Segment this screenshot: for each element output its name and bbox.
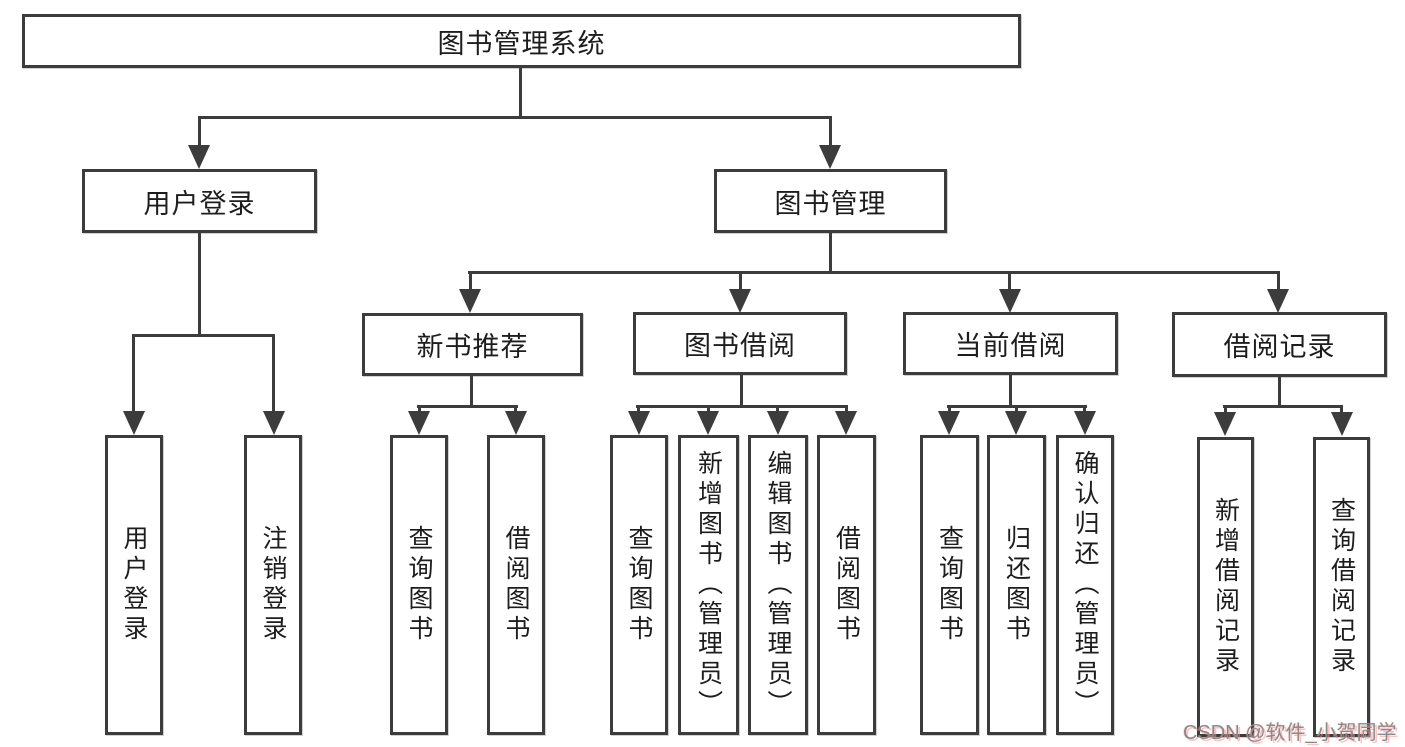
leaf-logout-label: 注销登录 (259, 525, 287, 645)
connector-line (417, 405, 518, 408)
node-current-borrowing: 当前借阅 (903, 312, 1118, 375)
node-book-borrowing-label: 图书借阅 (684, 331, 796, 361)
leaf-add-borrow-record-label: 新增借阅记录 (1211, 497, 1240, 677)
leaf-edit-books-admin-label: 编辑图书（管理员） (764, 450, 792, 720)
connector-line (468, 271, 1280, 274)
arrowhead-icon (1267, 289, 1289, 313)
leaf-query-books-current-label: 查询图书 (935, 525, 964, 645)
csdn-watermark: CSDN @软件_小贺同学 (1183, 722, 1397, 744)
arrowhead-icon (263, 411, 285, 435)
connector-line (470, 376, 473, 408)
leaf-query-borrow-record: 查询借阅记录 (1313, 437, 1370, 737)
leaf-user-login-label: 用户登录 (120, 525, 148, 645)
connector-line (776, 405, 779, 416)
leaf-edit-books-admin: 编辑图书（管理员） (748, 435, 808, 735)
connector-line (1008, 271, 1011, 293)
leaf-query-books-recommend: 查询图书 (390, 435, 448, 735)
leaf-add-books-admin-label: 新增图书（管理员） (694, 450, 723, 720)
arrowhead-icon (123, 411, 145, 435)
arrowhead-icon (767, 411, 789, 435)
arrowhead-icon (1074, 411, 1096, 435)
leaf-confirm-return-admin-label: 确认归还（管理员） (1071, 450, 1099, 720)
connector-line (1223, 405, 1343, 408)
arrowhead-icon (938, 411, 960, 435)
connector-line (829, 233, 832, 274)
connector-line (418, 405, 421, 416)
leaf-query-books-current: 查询图书 (920, 435, 979, 735)
connector-line (1009, 375, 1012, 408)
connector-line (198, 116, 832, 119)
connector-line (739, 271, 742, 293)
connector-line (1340, 405, 1343, 417)
node-user-login: 用户登录 (82, 169, 317, 233)
node-root: 图书管理系统 (22, 14, 1021, 68)
arrowhead-icon (628, 411, 650, 435)
connector-line (845, 405, 848, 416)
arrowhead-icon (1005, 411, 1027, 435)
connector-line (132, 334, 275, 337)
leaf-borrow-books-recommend: 借阅图书 (487, 435, 545, 735)
node-book-management: 图书管理 (714, 169, 947, 233)
leaf-confirm-return-admin: 确认归还（管理员） (1056, 435, 1114, 735)
connector-line (948, 405, 951, 416)
arrowhead-icon (835, 411, 857, 435)
connector-line (132, 334, 135, 413)
connector-line (1015, 405, 1018, 416)
connector-line (1224, 405, 1227, 417)
leaf-borrow-books: 借阅图书 (817, 435, 876, 735)
arrowhead-icon (697, 411, 719, 435)
connector-line (1083, 405, 1086, 416)
leaf-query-books-borrowing: 查询图书 (610, 435, 668, 735)
node-borrowing-records-label: 借阅记录 (1223, 332, 1336, 362)
node-current-borrowing-label: 当前借阅 (954, 331, 1067, 361)
arrowhead-icon (505, 411, 527, 435)
leaf-user-login: 用户登录 (105, 435, 163, 735)
connector-line (740, 375, 743, 408)
arrowhead-icon (408, 411, 430, 435)
node-root-label: 图书管理系统 (437, 28, 606, 59)
arrowhead-icon (819, 145, 841, 169)
connector-line (198, 116, 201, 150)
connector-line (469, 271, 472, 293)
leaf-add-borrow-record: 新增借阅记录 (1197, 437, 1254, 737)
node-book-borrowing: 图书借阅 (633, 312, 847, 375)
connector-line (829, 116, 832, 150)
connector-line (1277, 271, 1280, 293)
connector-line (272, 334, 275, 413)
arrowhead-icon (999, 289, 1021, 313)
node-book-management-label: 图书管理 (774, 188, 887, 219)
connector-line (637, 405, 640, 416)
leaf-add-books-admin: 新增图书（管理员） (678, 435, 739, 735)
node-new-book-recommend-label: 新书推荐 (416, 332, 529, 362)
leaf-logout: 注销登录 (244, 435, 302, 735)
leaf-borrow-books-label: 借阅图书 (832, 525, 861, 645)
leaf-query-books-borrowing-label: 查询图书 (625, 525, 653, 645)
node-borrowing-records: 借阅记录 (1172, 312, 1387, 377)
leaf-return-books-label: 归还图书 (1002, 525, 1031, 645)
connector-line (514, 405, 517, 416)
arrowhead-icon (729, 289, 751, 313)
arrowhead-icon (1214, 412, 1236, 436)
arrowhead-icon (459, 289, 481, 313)
leaf-return-books: 归还图书 (987, 435, 1046, 735)
node-user-login-label: 用户登录 (143, 188, 256, 219)
connector-line (1278, 377, 1281, 408)
node-new-book-recommend: 新书推荐 (362, 313, 583, 376)
leaf-query-borrow-record-label: 查询借阅记录 (1327, 497, 1356, 677)
leaf-borrow-books-recommend-label: 借阅图书 (502, 525, 530, 645)
connector-line (519, 68, 522, 119)
connector-line (636, 405, 848, 408)
arrowhead-icon (188, 145, 210, 169)
connector-line (198, 233, 201, 337)
leaf-query-books-recommend-label: 查询图书 (405, 525, 433, 645)
connector-line (707, 405, 710, 416)
arrowhead-icon (1331, 412, 1353, 436)
